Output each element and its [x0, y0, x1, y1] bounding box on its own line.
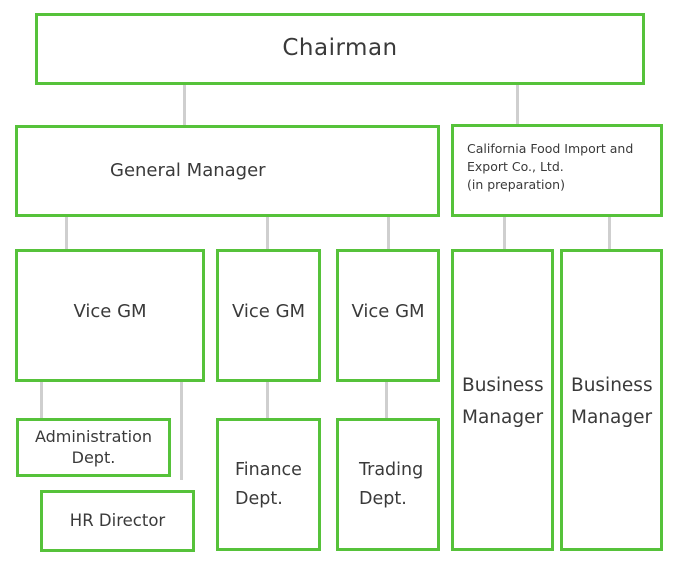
- vice-gm-node-3: Vice GM: [336, 249, 440, 382]
- business-manager-label-2: Business Manager: [571, 375, 653, 429]
- california-food-node: California Food Import and Export Co., L…: [451, 124, 663, 217]
- connector-vice-gm-3-trading: [385, 381, 388, 418]
- vice-gm-label-2: Vice GM: [231, 301, 306, 322]
- connector-cfi-business-manager-1: [503, 216, 506, 250]
- connector-cfi-business-manager-2: [608, 216, 611, 250]
- finance-dept-label: Finance Dept.: [235, 459, 302, 509]
- connector-chairman-general-manager: [183, 84, 186, 127]
- trading-dept-label: Trading Dept.: [359, 459, 424, 509]
- general-manager-node: General Manager: [15, 125, 440, 217]
- vice-gm-node-2: Vice GM: [216, 249, 321, 382]
- connector-gm-vice-gm-2: [266, 216, 269, 250]
- connector-chairman-california-food: [516, 84, 519, 125]
- vice-gm-label-1: Vice GM: [73, 301, 147, 322]
- vice-gm-label-3: Vice GM: [351, 301, 425, 322]
- connector-gm-vice-gm-3: [387, 216, 390, 250]
- chairman-label: Chairman: [282, 35, 398, 62]
- business-manager-label-1: Business Manager: [462, 375, 544, 429]
- california-food-label: California Food Import and Export Co., L…: [467, 141, 634, 193]
- administration-dept-node: Administration Dept.: [16, 418, 171, 477]
- vice-gm-node-1: Vice GM: [15, 249, 205, 382]
- trading-dept-node: Trading Dept.: [336, 418, 440, 551]
- connector-vice-gm-2-finance: [266, 381, 269, 418]
- administration-dept-label: Administration Dept.: [34, 426, 153, 467]
- hr-director-label: HR Director: [69, 511, 166, 531]
- connector-vice-gm-1-administration: [40, 381, 43, 418]
- connector-vice-gm-1-hr-director: [180, 381, 183, 480]
- finance-dept-node: Finance Dept.: [216, 418, 321, 551]
- chairman-node: Chairman: [35, 13, 645, 85]
- hr-director-node: HR Director: [40, 490, 195, 552]
- business-manager-node-1: Business Manager: [451, 249, 554, 551]
- general-manager-label: General Manager: [110, 160, 266, 182]
- connector-gm-vice-gm-1: [65, 216, 68, 250]
- business-manager-node-2: Business Manager: [560, 249, 663, 551]
